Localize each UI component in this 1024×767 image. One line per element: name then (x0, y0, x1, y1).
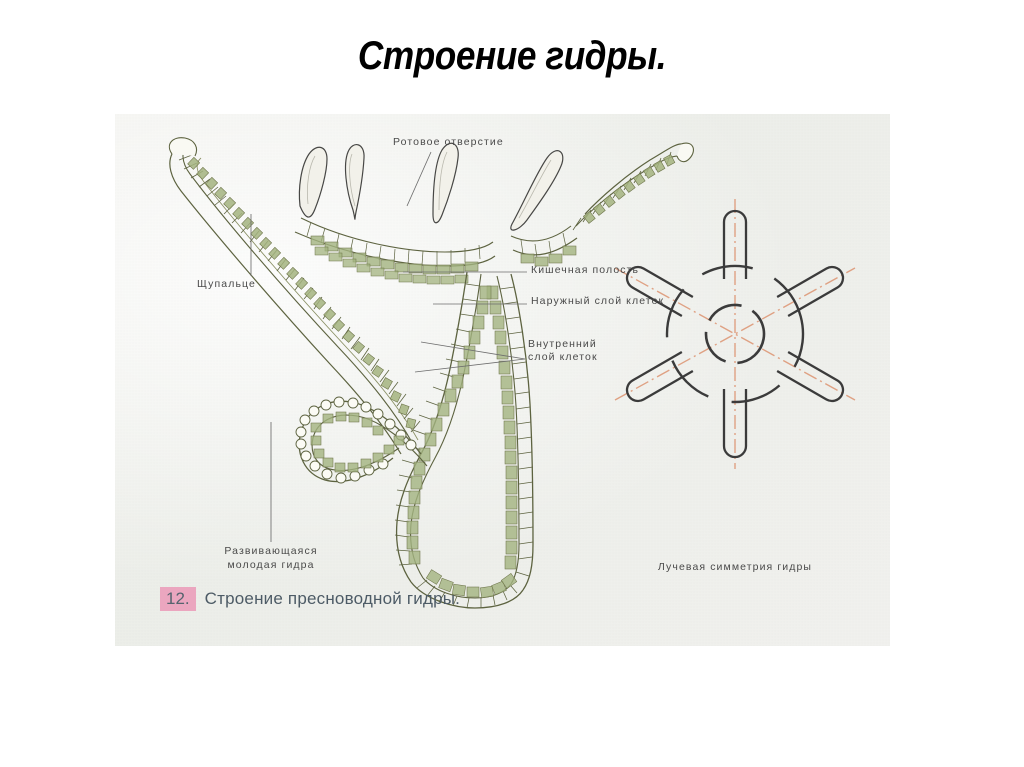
foot-cell-walls (416, 579, 518, 609)
body-column (394, 271, 534, 609)
label-radial-symmetry: Лучевая симметрия гидры (657, 561, 813, 573)
tentacle-2 (298, 146, 328, 218)
developing-bud (295, 396, 428, 484)
label-developing-young-hydra: Развивающаяся молодая гидра (224, 545, 318, 571)
radial-symmetry-diagram (614, 199, 856, 469)
radial-tentacle-5 (625, 350, 694, 403)
radial-tentacle-6 (625, 265, 694, 318)
leader-inner-a (420, 341, 526, 360)
tentacle-upper-group (298, 142, 564, 231)
figure-number-badge: 12. (160, 587, 196, 611)
label-tentacle: Щупальце (197, 278, 256, 290)
radial-tentacles (625, 209, 845, 459)
bud-inner-cells (310, 411, 405, 473)
tentacle-left (168, 137, 421, 455)
label-gastric-cavity: Кишечная полость (531, 264, 640, 276)
oral-disc-second-row (314, 246, 469, 285)
label-mouth-opening: Ротовое отверстие (393, 136, 504, 148)
figure-caption-text: Строение пресноводной гидры. (204, 589, 461, 608)
radial-tentacle-2 (776, 265, 845, 318)
radial-tentacle-4 (722, 389, 748, 459)
foot-inner-cells (425, 569, 518, 599)
hydra-body-section (168, 137, 856, 609)
mouth-circle (704, 303, 766, 365)
inner-cells-right-tentacle (582, 154, 676, 224)
page-title: Строение гидры. (357, 34, 667, 78)
label-outer-cell-layer: Наружный слой клеток (531, 295, 665, 307)
body-circle (665, 264, 805, 404)
figure-caption: 12. Строение пресноводной гидры. (160, 587, 460, 611)
axis-diagonal-2 (614, 267, 856, 401)
bud-outer-cells (295, 396, 417, 484)
oral-disc (294, 217, 578, 285)
body-right-cell-walls (499, 286, 534, 577)
tentacle-5 (510, 150, 564, 231)
body-left-inner-cells (406, 285, 492, 565)
tentacle-3 (344, 144, 365, 220)
hydra-anatomy-drawing (168, 137, 856, 609)
leader-mouth (406, 151, 432, 207)
leader-lines (250, 151, 527, 542)
leader-inner-b (414, 358, 526, 373)
inner-cells-left-tentacle (187, 156, 417, 430)
radial-tentacle-3 (776, 350, 845, 403)
tentacle-shading (307, 151, 552, 219)
oral-disc-inner-cells (310, 235, 577, 275)
label-inner-cell-layer: Внутренний слой клеток (528, 338, 598, 363)
body-left-cell-walls (394, 283, 481, 566)
radial-tentacle-1 (722, 209, 748, 279)
axis-diagonal-1 (614, 267, 856, 401)
tentacle-right (572, 142, 694, 231)
body-right-inner-cells (486, 285, 518, 570)
symmetry-axes (614, 199, 856, 469)
hydra-figure-scan: Ротовое отверстие Щупальце Кишечная поло… (115, 114, 890, 646)
